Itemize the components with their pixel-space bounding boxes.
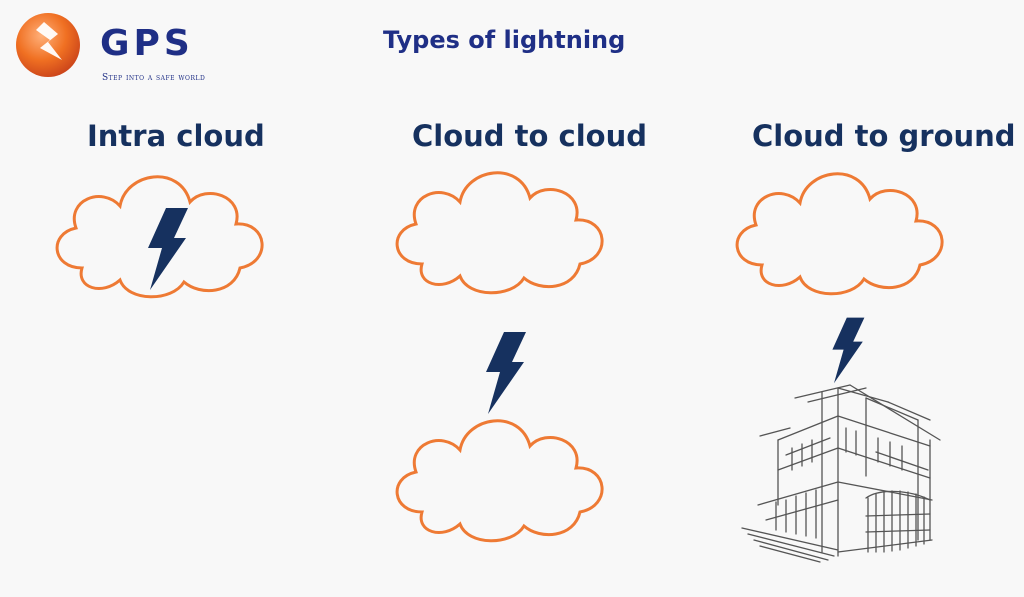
building-sketch-icon — [741, 384, 941, 563]
lightning-bolt-icon — [148, 208, 188, 290]
column-title-intra-cloud: Intra cloud — [87, 119, 265, 153]
column-title-cloud-to-cloud: Cloud to cloud — [412, 119, 647, 153]
gps-logo: GPS Step into a safe world — [14, 12, 224, 83]
lightning-bolt-icon — [486, 332, 526, 414]
logo-brand-text: GPS — [100, 23, 194, 64]
page-title: Types of lightning — [383, 26, 626, 54]
logo-emblem-icon — [16, 13, 80, 77]
cloud-icon — [395, 419, 604, 543]
cloud-icon — [735, 172, 944, 296]
column-title-cloud-to-ground: Cloud to ground — [752, 119, 1016, 153]
logo-tagline: Step into a safe world — [102, 73, 206, 83]
lightning-bolt-icon — [832, 317, 865, 384]
cloud-icon — [395, 171, 604, 295]
